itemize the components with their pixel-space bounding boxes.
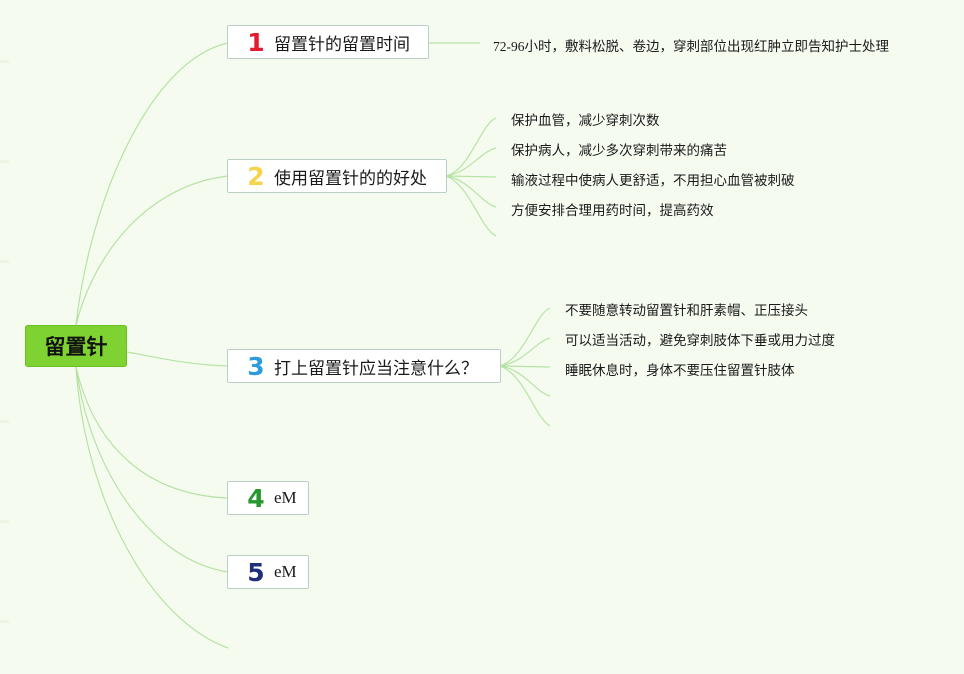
edge-mark <box>0 520 9 523</box>
connector-topic-2-leaf-1 <box>445 117 497 177</box>
edge-mark <box>0 620 9 623</box>
topic-1-leaf-1[interactable]: 72-96小时，敷料松脱、卷边，穿刺部位出现红肿立即告知护士处理 <box>493 39 889 54</box>
topic-3-leaf-3[interactable]: 睡眠休息时，身体不要压住留置针肢体 <box>565 363 795 379</box>
edge-mark <box>0 60 9 63</box>
number-3-icon: 3 <box>247 351 265 381</box>
connector-topic-3-leaf-5 <box>499 365 551 427</box>
topic-3[interactable]: 3 打上留置针应当注意什么？ <box>227 349 501 383</box>
connector-topic-2-leaf-2 <box>445 147 497 177</box>
connector-root-topic-2 <box>75 175 229 326</box>
connector-topic-2-leaf-3 <box>445 175 497 178</box>
number-2-icon: 2 <box>247 161 265 191</box>
topic-2-leaf-1[interactable]: 保护血管，减少穿刺次数 <box>511 113 660 129</box>
connector-topic-3-leaf-1 <box>499 307 551 367</box>
topic-4-label: eM <box>274 488 297 507</box>
topic-2-leaf-4[interactable]: 方便安排合理用药时间，提高药效 <box>511 203 714 219</box>
number-1-icon: 1 <box>247 27 265 57</box>
topic-3-label: 打上留置针应当注意什么？ <box>274 358 478 379</box>
connector-topic-3-leaf-3 <box>499 365 551 368</box>
root-node[interactable]: 留置针 <box>25 325 127 367</box>
edge-mark <box>0 260 9 263</box>
edge-mark <box>0 420 9 423</box>
topic-2-leaf-3[interactable]: 输液过程中使病人更舒适，不用担心血管被刺破 <box>511 173 795 189</box>
topic-2-leaf-2[interactable]: 保护病人，减少多次穿刺带来的痛苦 <box>511 143 727 159</box>
topic-4[interactable]: 4 eM <box>227 481 309 515</box>
connector-root-topic-1 <box>75 42 229 326</box>
connector-topic-2-leaf-4 <box>445 175 497 208</box>
connector-root-topic-6 <box>75 366 229 649</box>
topic-1-label: 留置针的留置时间 <box>274 34 410 55</box>
topic-1[interactable]: 1 留置针的留置时间 <box>227 25 429 59</box>
topic-2[interactable]: 2 使用留置针的的好处 <box>227 159 447 193</box>
number-5-icon: 5 <box>247 557 265 587</box>
edge-mark <box>0 160 9 163</box>
topic-5-label: eM <box>274 562 297 581</box>
connector-topic-2-leaf-5 <box>445 175 497 237</box>
connector-root-topic-3 <box>126 351 229 367</box>
connector-root-topic-5 <box>75 366 229 573</box>
connector-root-topic-4 <box>75 366 229 499</box>
connector-topic-3-leaf-2 <box>499 337 551 367</box>
number-4-icon: 4 <box>247 483 265 513</box>
connector-topic-3-leaf-4 <box>499 365 551 397</box>
topic-2-label: 使用留置针的的好处 <box>274 168 427 189</box>
topic-3-leaf-1[interactable]: 不要随意转动留置针和肝素帽、正压接头 <box>565 303 808 319</box>
topic-3-leaf-2[interactable]: 可以适当活动，避免穿刺肢体下垂或用力过度 <box>565 333 835 349</box>
topic-5[interactable]: 5 eM <box>227 555 309 589</box>
root-label: 留置针 <box>44 335 108 359</box>
